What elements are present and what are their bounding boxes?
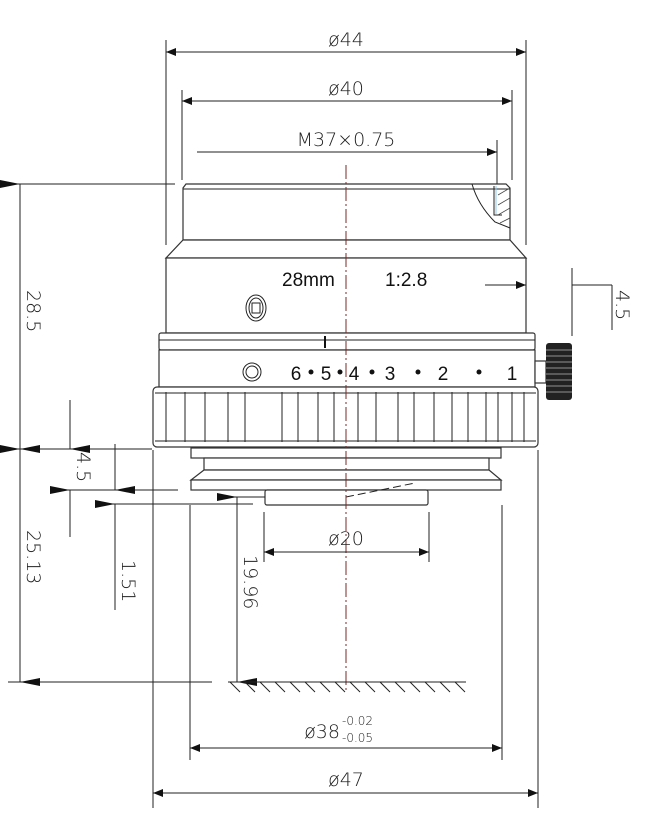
dim-label: 25.13 xyxy=(22,530,44,584)
aperture-lock-screw-icon xyxy=(242,362,262,382)
dim-label: 1.51 xyxy=(117,560,139,602)
svg-text:4: 4 xyxy=(349,364,360,385)
dim-label: 28.5 xyxy=(22,290,44,332)
dim-label: ø38 xyxy=(304,721,340,743)
dim-diameter-40: ø40 xyxy=(181,78,513,180)
focal-length-label: 28mm xyxy=(282,270,335,291)
image-plane xyxy=(228,681,466,693)
svg-text:6: 6 xyxy=(291,364,302,385)
dim-height-28-5: 28.5 xyxy=(0,180,175,453)
dim-label: ø47 xyxy=(328,769,364,791)
aperture-scale: 6 5 4 3 2 1 xyxy=(291,364,518,385)
lens-body: 28mm 1:2.8 6 5 4 3 2 1 xyxy=(152,183,572,506)
svg-text:2: 2 xyxy=(438,364,449,385)
dim-right-4-5: 4.5 xyxy=(485,268,633,336)
screw-icon xyxy=(245,294,267,322)
locking-knob xyxy=(534,343,572,400)
dim-label: ø44 xyxy=(328,29,364,51)
dim-diameter-38: ø38 -0.02 -0.05 xyxy=(189,505,503,760)
svg-text:5: 5 xyxy=(321,364,332,385)
dim-diameter-47: ø47 xyxy=(152,450,539,808)
dim-19-96: 19.96 xyxy=(217,493,265,686)
svg-text:3: 3 xyxy=(385,364,396,385)
dim-label: M37×0.75 xyxy=(297,129,396,151)
dim-height-25-13: 25.13 xyxy=(0,445,212,686)
dim-diameter-20: ø20 xyxy=(263,512,430,562)
aperture-label: 1:2.8 xyxy=(385,270,427,291)
tolerance-lower: -0.05 xyxy=(342,731,373,745)
dim-label: 19.96 xyxy=(239,555,261,609)
svg-text:1: 1 xyxy=(507,364,518,385)
dim-label: 4.5 xyxy=(611,290,633,320)
tolerance-upper: -0.02 xyxy=(342,714,373,728)
dim-label: ø40 xyxy=(328,78,364,100)
dim-label: 4.5 xyxy=(72,452,94,482)
dim-diameter-44: ø44 xyxy=(165,29,527,245)
dim-left-4-5: 4.5 xyxy=(50,400,178,537)
dim-thread: M37×0.75 xyxy=(197,129,498,190)
dim-label: ø20 xyxy=(328,528,364,550)
